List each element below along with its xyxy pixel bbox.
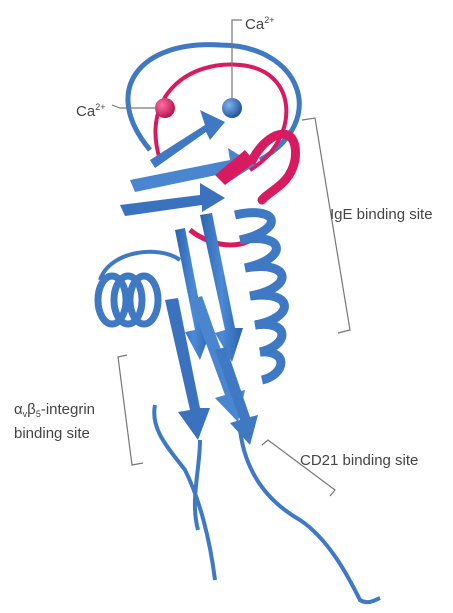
calcium-label-top-charge: 2+ (264, 15, 274, 25)
ige-binding-site-label: IgE binding site (330, 206, 433, 224)
integrin-alpha: α (14, 401, 23, 418)
cd21-binding-site-label: CD21 binding site (300, 452, 418, 470)
beta-strand-1 (150, 110, 225, 168)
integrin-line2: binding site (14, 424, 95, 444)
calcium-label-top: Ca2+ (245, 11, 274, 34)
calcium-ion-pink (155, 98, 175, 118)
calcium-label-left-text: Ca (76, 103, 95, 120)
upper-loop-blue (128, 45, 299, 160)
tail-left (154, 405, 215, 580)
integrin-line1: αvβ5-integrin (14, 400, 95, 424)
integrin-rest: -integrin (41, 401, 95, 418)
left-helix (98, 276, 158, 324)
integrin-binding-site-label: αvβ5-integrin binding site (14, 400, 95, 444)
upper-loop-pink (155, 65, 286, 170)
central-strand-5 (215, 347, 258, 445)
integrin-beta: β (27, 401, 36, 418)
cd21-binding-site-text: CD21 binding site (300, 452, 418, 469)
calcium-label-left-charge: 2+ (95, 102, 105, 112)
leader-lines (112, 20, 350, 496)
ige-binding-site-text: IgE binding site (330, 206, 433, 223)
calcium-label-left: Ca2+ (76, 98, 105, 121)
calcium-ion-blue (222, 98, 242, 118)
right-helix (235, 213, 284, 380)
tail-mid (195, 440, 200, 530)
calcium-label-top-text: Ca (245, 16, 264, 33)
